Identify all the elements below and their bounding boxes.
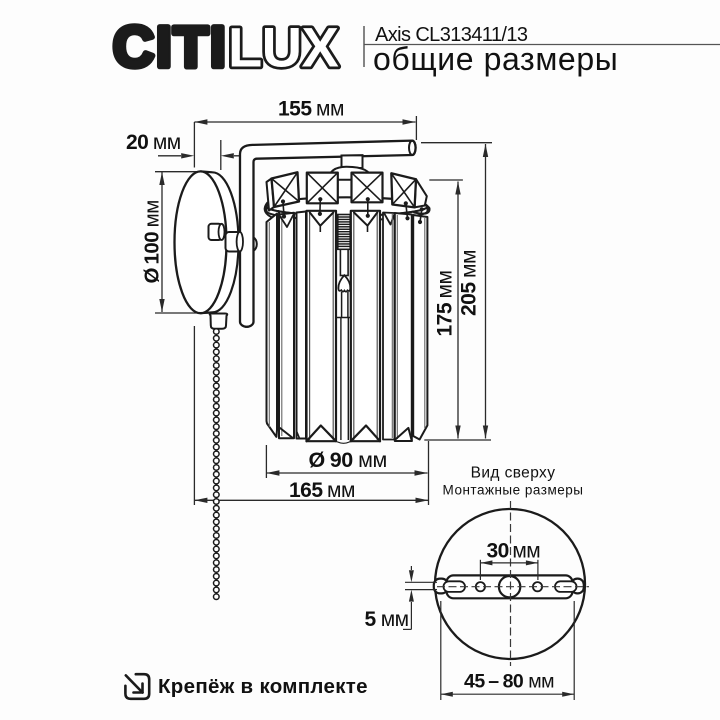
svg-text:Axis CL313411/13: Axis CL313411/13 [375, 24, 528, 46]
svg-text:Вид сверху: Вид сверху [471, 465, 556, 482]
svg-text:общие размеры: общие размеры [373, 41, 618, 77]
svg-text:Монтажные размеры: Монтажные размеры [443, 483, 584, 498]
svg-text:Ø100мм: Ø100мм [141, 200, 164, 283]
svg-text:CITI: CITI [113, 16, 228, 80]
svg-text:LUX: LUX [228, 16, 338, 79]
svg-text:Крепёж в комплекте: Крепёж в комплекте [158, 675, 368, 698]
svg-text:175мм: 175мм [434, 271, 457, 337]
svg-text:5мм: 5мм [365, 608, 409, 631]
svg-text:205мм: 205мм [458, 250, 481, 316]
